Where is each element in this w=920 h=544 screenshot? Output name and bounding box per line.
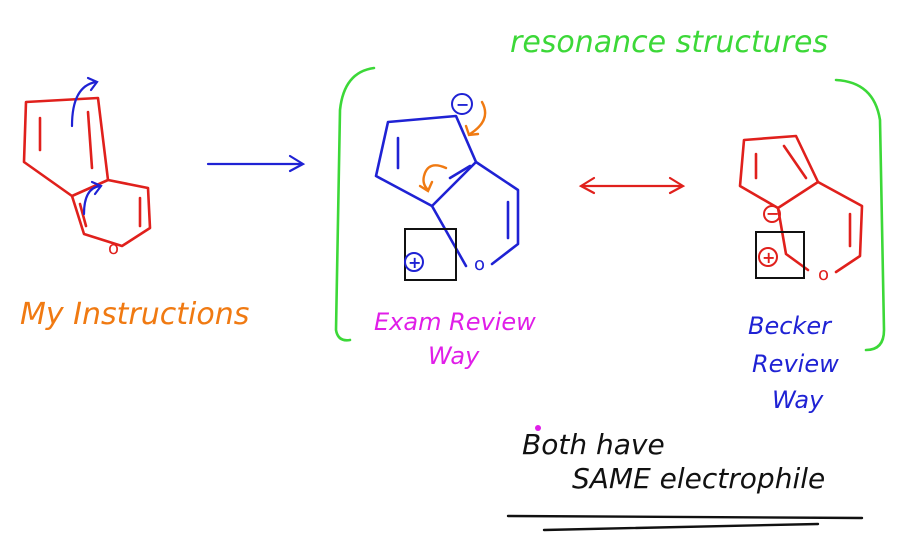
six-ring-inner-bond-2 (78, 202, 88, 228)
negative-charge-circle (451, 93, 473, 115)
label-exam-review-line2: Way (428, 342, 480, 370)
right-bracket (834, 78, 886, 352)
curved-arrow-lower (82, 184, 102, 216)
orange-arrow-top (468, 100, 487, 136)
positive-charge-circle-becker (758, 247, 778, 267)
five-ring-outline (22, 96, 110, 198)
positive-charge-symbol-becker: + (762, 248, 775, 267)
orange-arrow-lower (422, 164, 448, 192)
electrophile-box-middle (404, 228, 457, 281)
positive-charge-circle (404, 252, 424, 272)
label-becker-line1: Becker (748, 312, 833, 340)
label-exam-review-line1: Exam Review (374, 308, 536, 336)
label-becker-line2: Review (752, 350, 839, 378)
negative-charge-circle-becker (763, 205, 781, 223)
resonance-brackets (334, 66, 886, 352)
left-bracket (334, 66, 376, 342)
orange-arrow-lower-head (418, 180, 434, 193)
reaction-arrow (206, 154, 306, 173)
orange-push-arrows (418, 100, 487, 193)
oxygen-symbol: o (108, 238, 119, 259)
electrophile-box-becker (755, 231, 805, 279)
curved-arrow-top-head (86, 76, 99, 92)
curved-arrow-lower-head (90, 180, 103, 196)
oxygen-symbol-middle: o (474, 254, 485, 275)
note-underline (506, 514, 864, 532)
note-line2: SAME electrophile (572, 462, 825, 495)
title-resonance-structures: resonance structures (510, 25, 828, 60)
electron-push-arrows (70, 76, 103, 216)
starting-structure (22, 96, 152, 248)
five-ring-outline (738, 134, 820, 210)
exam-review-structure (374, 114, 520, 268)
six-ring-outline (430, 160, 520, 268)
five-ring-inner-bond-2 (86, 110, 94, 170)
positive-charge-symbol: + (408, 253, 421, 272)
six-ring-inner-bond-2 (448, 164, 472, 180)
six-ring-outline (70, 178, 152, 248)
negative-charge-becker: − (766, 204, 779, 223)
curved-arrow-top (70, 80, 98, 128)
orange-arrow-top-head (464, 124, 480, 137)
five-ring-inner-bond-2 (782, 144, 808, 180)
five-ring-outline (374, 114, 478, 208)
six-ring-outline (776, 180, 864, 274)
note-line1: Both have (522, 428, 665, 461)
label-becker-line3: Way (772, 386, 824, 414)
becker-structure (738, 134, 864, 274)
negative-charge-symbol: − (456, 95, 469, 114)
pen-dot (535, 425, 541, 431)
label-my-instructions: My Instructions (20, 297, 249, 332)
oxygen-symbol-becker: o (818, 264, 829, 285)
resonance-arrow (578, 176, 686, 195)
